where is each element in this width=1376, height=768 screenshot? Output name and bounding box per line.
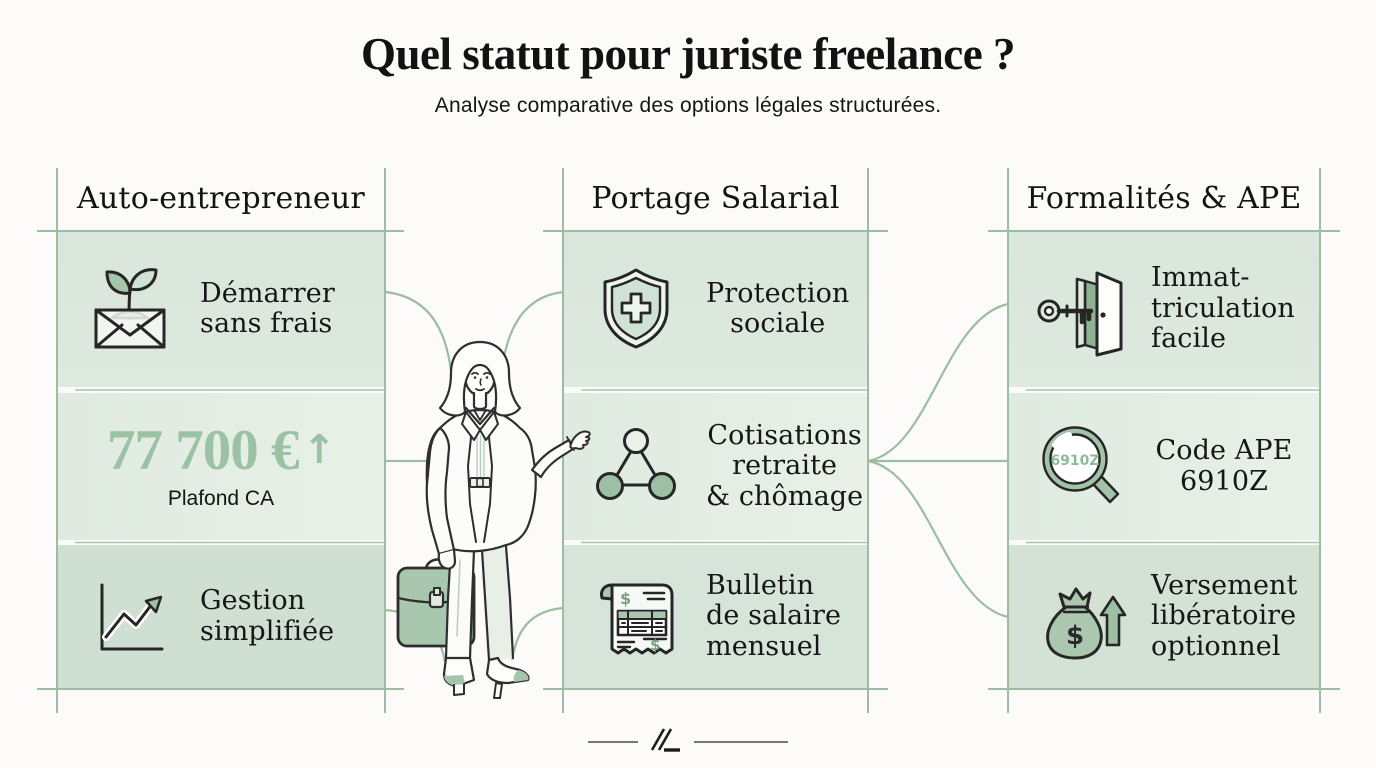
shield-cross-icon: [588, 261, 684, 357]
card-line: Gestion: [200, 585, 306, 616]
card-demarrer-sans-frais: Démarrer sans frais: [58, 231, 384, 387]
card-line: simplifiée: [200, 615, 335, 647]
briefcase-icon: [396, 558, 476, 648]
payslip-icon: $ $: [588, 569, 684, 665]
card-line: Protection: [706, 277, 850, 309]
card-line: Immat-: [1151, 262, 1250, 294]
magnifier-icon: 6910Z: [1033, 419, 1129, 515]
money-bag-icon: $: [1033, 569, 1129, 665]
figure-shoes: [442, 656, 530, 699]
figure-legs: [444, 544, 515, 662]
currency-glyph: $: [1066, 621, 1084, 651]
page-subtitle: Analyse comparative des options légales …: [434, 94, 942, 117]
card-versement-liberatoire: $ Versement libératoire optionnel: [1009, 545, 1319, 688]
card-line: mensuel: [706, 630, 822, 662]
card-line: sans frais: [200, 308, 333, 339]
card-line: sociale: [730, 308, 826, 339]
card-immatriculation: Immat- triculation facile: [1009, 231, 1319, 387]
logo-mark: [588, 728, 788, 752]
card-code-ape: 6910Z Code APE 6910Z: [1009, 393, 1319, 540]
card-bulletin-salaire: $ $ Bulletin de salaire mensuel: [564, 545, 867, 688]
column-portage-salarial: Portage Salarial Protection sociale Coti…: [563, 0, 868, 768]
plafond-amount: 77 700 €↑: [106, 419, 336, 482]
card-line: triculation: [1151, 292, 1295, 324]
key-door-icon: [1033, 261, 1129, 357]
card-line: 6910Z: [1180, 465, 1268, 497]
card-line: & chômage: [706, 480, 864, 512]
page-header: Quel statut pour juriste freelance ? Ana…: [0, 28, 1376, 118]
currency-glyph: $: [650, 636, 660, 654]
card-line: retraite: [732, 450, 838, 482]
column-title: Formalités & APE: [1026, 180, 1302, 216]
network-triangle-icon: [588, 419, 684, 515]
card-line: Cotisations: [707, 419, 862, 451]
card-line: Code APE: [1155, 435, 1293, 466]
magnifier-code-text: 6910Z: [1050, 453, 1099, 469]
card-line: optionnel: [1151, 630, 1281, 662]
card-plafond-ca: 77 700 €↑ Plafond CA: [58, 393, 384, 540]
growth-chart-icon: [82, 569, 178, 665]
card-gestion-simplifiee: Gestion simplifiée: [58, 545, 384, 688]
card-line: Démarrer: [200, 277, 335, 309]
figure-head: [438, 340, 522, 426]
card-protection-sociale: Protection sociale: [564, 231, 867, 387]
up-arrow-icon: ↑: [302, 427, 336, 473]
column-title: Auto-entrepreneur: [77, 180, 365, 216]
card-cotisations: Cotisations retraite & chômage: [564, 393, 867, 540]
page-footer: [0, 726, 1376, 756]
plafond-label: Plafond CA: [167, 487, 275, 510]
card-line: de salaire: [706, 600, 842, 632]
card-line: libératoire: [1151, 600, 1297, 632]
column-auto-entrepreneur: Auto-entrepreneur Démarrer sans frais 77…: [57, 0, 385, 768]
page-title: Quel statut pour juriste freelance ?: [361, 29, 1016, 79]
column-formalites-ape: Formalités & APE Immat- triculation faci…: [1008, 0, 1320, 768]
currency-glyph: $: [620, 589, 631, 608]
card-line: Versement: [1151, 569, 1298, 601]
column-title: Portage Salarial: [591, 180, 840, 216]
card-line: facile: [1151, 323, 1227, 355]
card-line: Bulletin: [706, 569, 815, 601]
envelope-sprout-icon: [82, 261, 178, 357]
